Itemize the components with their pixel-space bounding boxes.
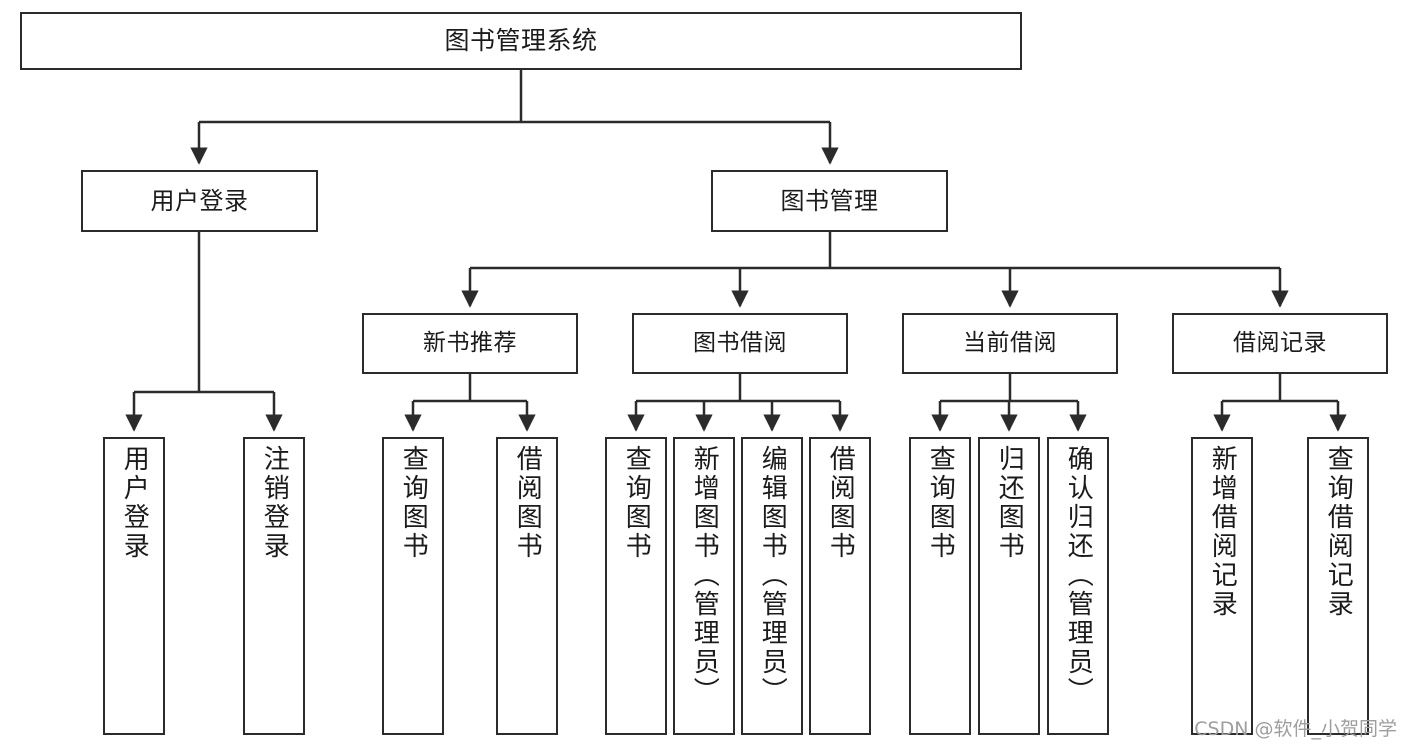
node-leaf-query-book-1-label: 查询图书 xyxy=(398,445,429,561)
node-leaf-user-login[interactable]: 用户登录 xyxy=(103,437,165,735)
node-leaf-user-login-label: 用户登录 xyxy=(119,445,150,561)
node-leaf-add-record-label: 新增借阅记录 xyxy=(1207,445,1238,619)
node-leaf-query-book-2-label: 查询图书 xyxy=(621,445,652,561)
node-leaf-logout-login[interactable]: 注销登录 xyxy=(243,437,305,735)
node-book-admin[interactable]: 图书管理 xyxy=(711,170,948,232)
node-leaf-query-book-2[interactable]: 查询图书 xyxy=(605,437,667,735)
node-leaf-add-book[interactable]: 新增图书（管理员） xyxy=(673,437,735,735)
node-new-book-recommend[interactable]: 新书推荐 xyxy=(362,313,578,374)
node-leaf-query-book-3[interactable]: 查询图书 xyxy=(909,437,971,735)
node-book-borrow[interactable]: 图书借阅 xyxy=(632,313,848,374)
node-leaf-add-book-label: 新增图书（管理员） xyxy=(689,445,720,706)
node-borrow-record[interactable]: 借阅记录 xyxy=(1172,313,1388,374)
node-leaf-borrow-book-1-label: 借阅图书 xyxy=(512,445,543,561)
node-leaf-query-record[interactable]: 查询借阅记录 xyxy=(1307,437,1369,735)
node-user-login-label: 用户登录 xyxy=(150,186,249,215)
node-leaf-confirm-return[interactable]: 确认归还（管理员） xyxy=(1047,437,1109,735)
node-current-borrow-label: 当前借阅 xyxy=(963,329,1057,356)
node-leaf-borrow-book-2[interactable]: 借阅图书 xyxy=(809,437,871,735)
node-book-borrow-label: 图书借阅 xyxy=(693,329,787,356)
node-leaf-return-book[interactable]: 归还图书 xyxy=(978,437,1040,735)
node-leaf-borrow-book-2-label: 借阅图书 xyxy=(825,445,856,561)
node-new-book-recommend-label: 新书推荐 xyxy=(423,329,517,356)
node-leaf-borrow-book-1[interactable]: 借阅图书 xyxy=(496,437,558,735)
csdn-watermark: CSDN @软件_小贺同学 xyxy=(1194,718,1397,740)
node-leaf-add-record[interactable]: 新增借阅记录 xyxy=(1191,437,1253,735)
node-root[interactable]: 图书管理系统 xyxy=(20,12,1022,70)
node-leaf-return-book-label: 归还图书 xyxy=(994,445,1025,561)
node-leaf-query-book-1[interactable]: 查询图书 xyxy=(382,437,444,735)
node-leaf-confirm-return-label: 确认归还（管理员） xyxy=(1063,445,1094,706)
node-borrow-record-label: 借阅记录 xyxy=(1233,329,1327,356)
node-book-admin-label: 图书管理 xyxy=(780,186,879,215)
node-current-borrow[interactable]: 当前借阅 xyxy=(902,313,1118,374)
node-leaf-edit-book-label: 编辑图书（管理员） xyxy=(757,445,788,706)
node-leaf-query-record-label: 查询借阅记录 xyxy=(1323,445,1354,619)
node-user-login[interactable]: 用户登录 xyxy=(81,170,318,232)
node-leaf-edit-book[interactable]: 编辑图书（管理员） xyxy=(741,437,803,735)
node-leaf-logout-login-label: 注销登录 xyxy=(259,445,290,561)
node-root-label: 图书管理系统 xyxy=(444,26,598,56)
node-leaf-query-book-3-label: 查询图书 xyxy=(925,445,956,561)
